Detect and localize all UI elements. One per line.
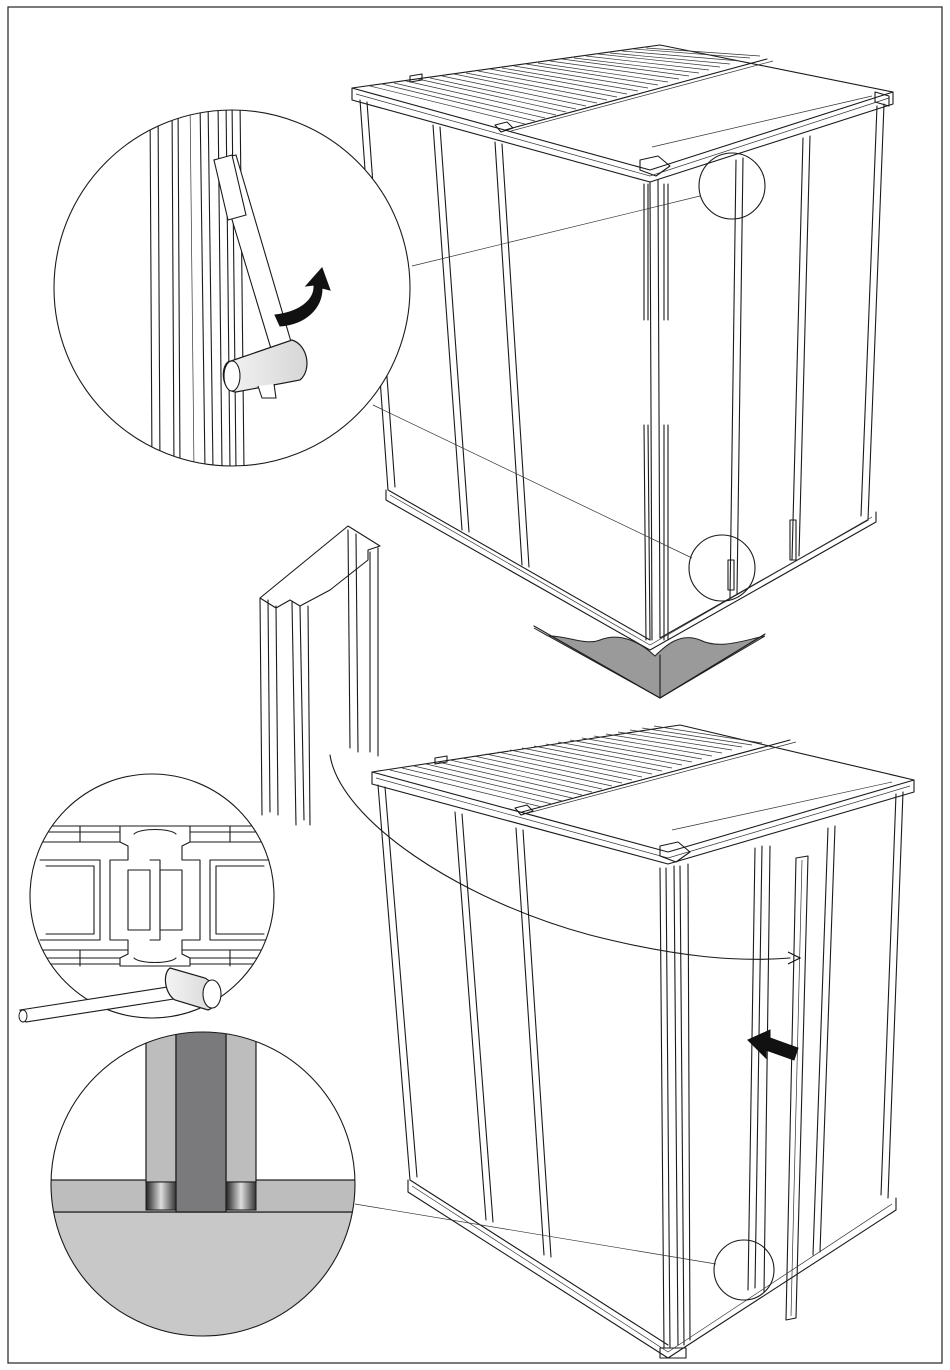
profile-cross-section-detail bbox=[19, 774, 290, 1022]
corner-profile-part bbox=[260, 526, 380, 825]
shed-top-walls bbox=[360, 100, 884, 650]
mallet-tap-detail bbox=[54, 100, 410, 470]
push-arrow-icon bbox=[748, 1030, 798, 1060]
shed-bottom-step bbox=[330, 725, 914, 1358]
shed-bottom-walls bbox=[378, 785, 903, 1358]
shed-bottom-roof bbox=[372, 725, 914, 864]
detail-marker-bottom bbox=[689, 535, 755, 601]
shed-top-step bbox=[352, 45, 893, 698]
detail-marker-top bbox=[699, 153, 765, 219]
floor-detail-marker bbox=[714, 1240, 774, 1300]
floor-joint-detail bbox=[40, 1020, 380, 1352]
shed-top-roof bbox=[352, 45, 893, 182]
